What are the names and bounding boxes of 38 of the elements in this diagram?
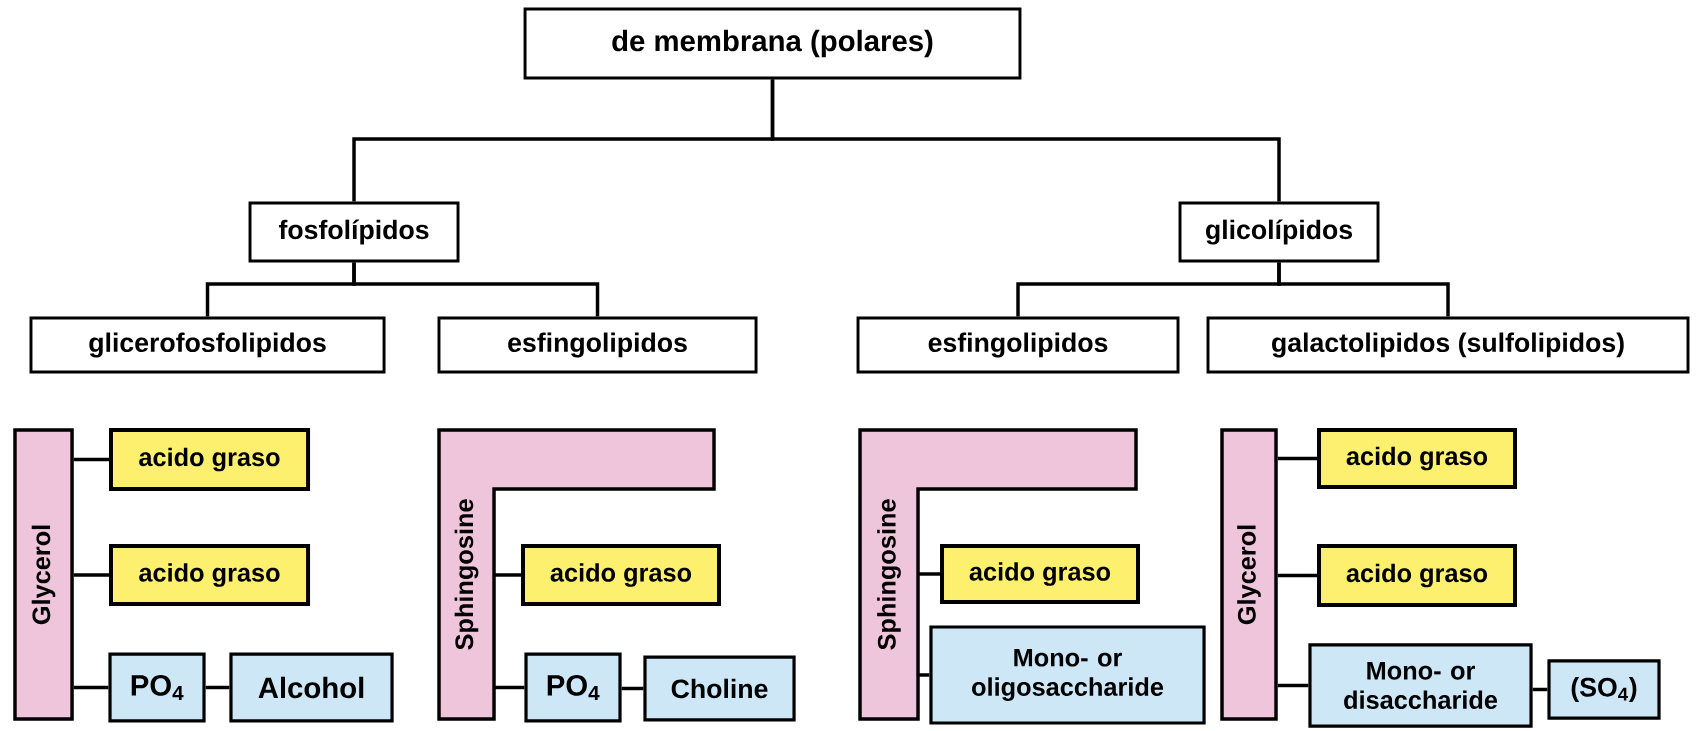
fatty-acid-box: acido graso <box>109 428 311 491</box>
fatty-acid-box: acido graso <box>1317 427 1517 490</box>
fatty-acid-box: acido graso <box>940 544 1140 604</box>
category-box: galactolipidos (sulfolipidos) <box>1206 316 1690 374</box>
head-group-box: PO$_{4}$ <box>524 652 622 723</box>
connector-line <box>73 457 109 462</box>
head-group-box: Choline <box>643 655 796 722</box>
connector-line <box>918 572 940 576</box>
glycerol-bar: Glycerol <box>13 428 74 721</box>
connector-line <box>918 673 930 677</box>
category-box: fosfolípidos <box>248 201 460 263</box>
head-group-box: PO$_{4}$ <box>108 652 206 723</box>
connector-line <box>73 573 109 577</box>
connector-line <box>205 685 230 690</box>
category-box: glicolípidos <box>1178 201 1380 263</box>
connector-line <box>1277 573 1317 578</box>
connector-line <box>1532 687 1548 692</box>
fatty-acid-box: acido graso <box>109 544 311 606</box>
category-box: glicerofosfolipidos <box>29 316 386 374</box>
head-group-box: Alcohol <box>229 652 394 723</box>
connector-line <box>1277 262 1450 317</box>
glycerol-bar: Glycerol <box>1220 428 1278 721</box>
category-box: esfingolipidos <box>437 316 758 374</box>
head-group-box: (SO$_{4}$) <box>1547 659 1661 720</box>
connector-line <box>494 573 521 577</box>
connector-line <box>1277 456 1317 461</box>
connector-line <box>770 79 1281 202</box>
connector-line <box>352 262 600 317</box>
fatty-acid-box: acido graso <box>521 544 721 606</box>
connector-line <box>73 685 109 690</box>
head-group-box: Mono- or oligosaccharide <box>929 625 1206 725</box>
fatty-acid-box: acido graso <box>1317 544 1517 607</box>
connector-line <box>494 685 525 690</box>
category-box: de membrana (polares) <box>523 7 1022 80</box>
connector-line <box>621 686 644 691</box>
head-group-box: Mono- or disaccharide <box>1308 643 1533 728</box>
category-box: esfingolipidos <box>856 316 1180 374</box>
connector-line <box>1277 683 1309 688</box>
